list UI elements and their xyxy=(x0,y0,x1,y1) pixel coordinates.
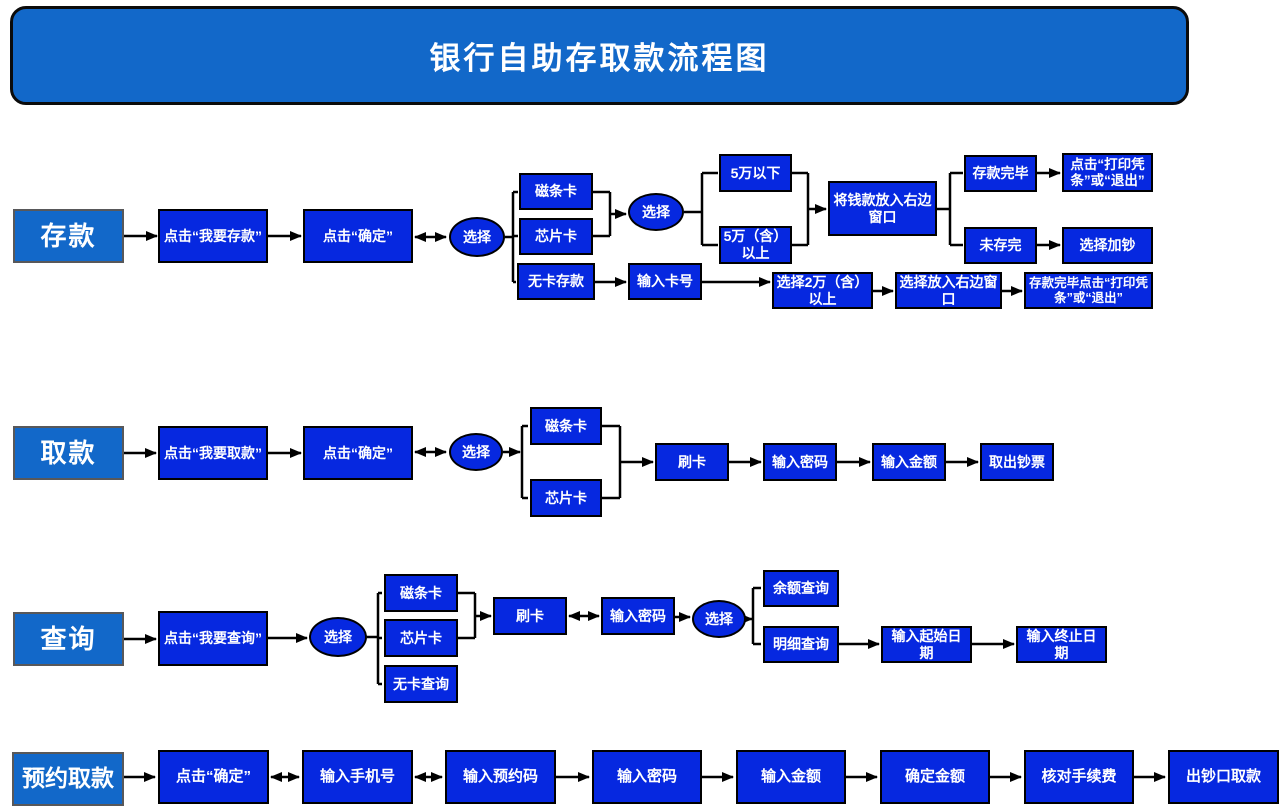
withdraw-enter-pin: 输入密码 xyxy=(763,443,837,481)
deposit-click-deposit: 点击“我要存款” xyxy=(158,209,268,263)
deposit-chip-card: 芯片卡 xyxy=(519,218,593,255)
query-swipe-card: 刷卡 xyxy=(493,597,567,635)
deposit-choose-amount: 选择 xyxy=(628,193,684,231)
deposit-over-50k: 5万（含）以上 xyxy=(719,226,792,264)
withdraw-magnetic-card: 磁条卡 xyxy=(530,407,602,445)
reserve-check-fee: 核对手续费 xyxy=(1024,750,1134,804)
reserve-enter-amount: 输入金额 xyxy=(736,750,846,804)
withdraw-enter-amount: 输入金额 xyxy=(872,443,946,481)
lane-label-deposit: 存款 xyxy=(13,209,124,263)
query-enter-pin: 输入密码 xyxy=(601,597,675,635)
lane-label-query: 查询 xyxy=(13,612,124,666)
deposit-magnetic-card: 磁条卡 xyxy=(519,173,593,210)
deposit-put-right-window: 选择放入右边窗口 xyxy=(895,272,1002,309)
query-start-date: 输入起始日期 xyxy=(881,626,972,663)
withdraw-take-cash: 取出钞票 xyxy=(980,443,1054,481)
title-box: 银行自助存取款流程图 xyxy=(10,6,1189,105)
withdraw-click-withdraw: 点击“我要取款” xyxy=(158,426,268,480)
query-detail: 明细查询 xyxy=(763,626,839,663)
deposit-print-or-exit: 点击“打印凭条”或“退出” xyxy=(1062,153,1153,192)
deposit-unfinished: 未存完 xyxy=(964,227,1037,264)
deposit-finished: 存款完毕 xyxy=(964,155,1037,192)
deposit-add-cash: 选择加钞 xyxy=(1062,227,1153,264)
deposit-click-confirm: 点击“确定” xyxy=(303,209,413,263)
query-chip-card: 芯片卡 xyxy=(384,619,458,657)
query-magnetic-card: 磁条卡 xyxy=(384,574,458,612)
query-balance: 余额查询 xyxy=(763,570,839,607)
deposit-choose-card: 选择 xyxy=(449,217,505,257)
deposit-finish-print-exit: 存款完毕点击“打印凭条”或“退出” xyxy=(1024,272,1153,309)
deposit-choose-20k: 选择2万（含）以上 xyxy=(772,272,873,309)
withdraw-swipe-card: 刷卡 xyxy=(655,443,729,481)
lane-label-reserve: 预约取款 xyxy=(12,752,124,806)
reserve-dispense: 出钞口取款 xyxy=(1168,750,1279,804)
query-choose-type: 选择 xyxy=(692,600,746,638)
query-cardless: 无卡查询 xyxy=(384,665,458,703)
reserve-enter-phone: 输入手机号 xyxy=(302,750,413,804)
reserve-enter-code: 输入预约码 xyxy=(445,750,556,804)
deposit-cardless: 无卡存款 xyxy=(517,263,595,300)
query-click-query: 点击“我要查询” xyxy=(158,611,268,666)
deposit-under-50k: 5万以下 xyxy=(719,154,792,192)
page-title: 银行自助存取款流程图 xyxy=(429,41,770,76)
deposit-enter-card-no: 输入卡号 xyxy=(628,263,702,300)
withdraw-choose: 选择 xyxy=(449,433,503,471)
deposit-insert-money: 将钱款放入右边窗口 xyxy=(828,181,937,236)
query-choose-card: 选择 xyxy=(309,617,367,657)
lane-label-withdraw: 取款 xyxy=(13,426,124,480)
reserve-enter-pin: 输入密码 xyxy=(592,750,702,804)
withdraw-click-confirm: 点击“确定” xyxy=(303,426,413,480)
reserve-confirm-amount: 确定金额 xyxy=(880,750,990,804)
reserve-click-confirm: 点击“确定” xyxy=(158,750,269,804)
query-end-date: 输入终止日期 xyxy=(1016,626,1107,663)
withdraw-chip-card: 芯片卡 xyxy=(530,479,602,517)
